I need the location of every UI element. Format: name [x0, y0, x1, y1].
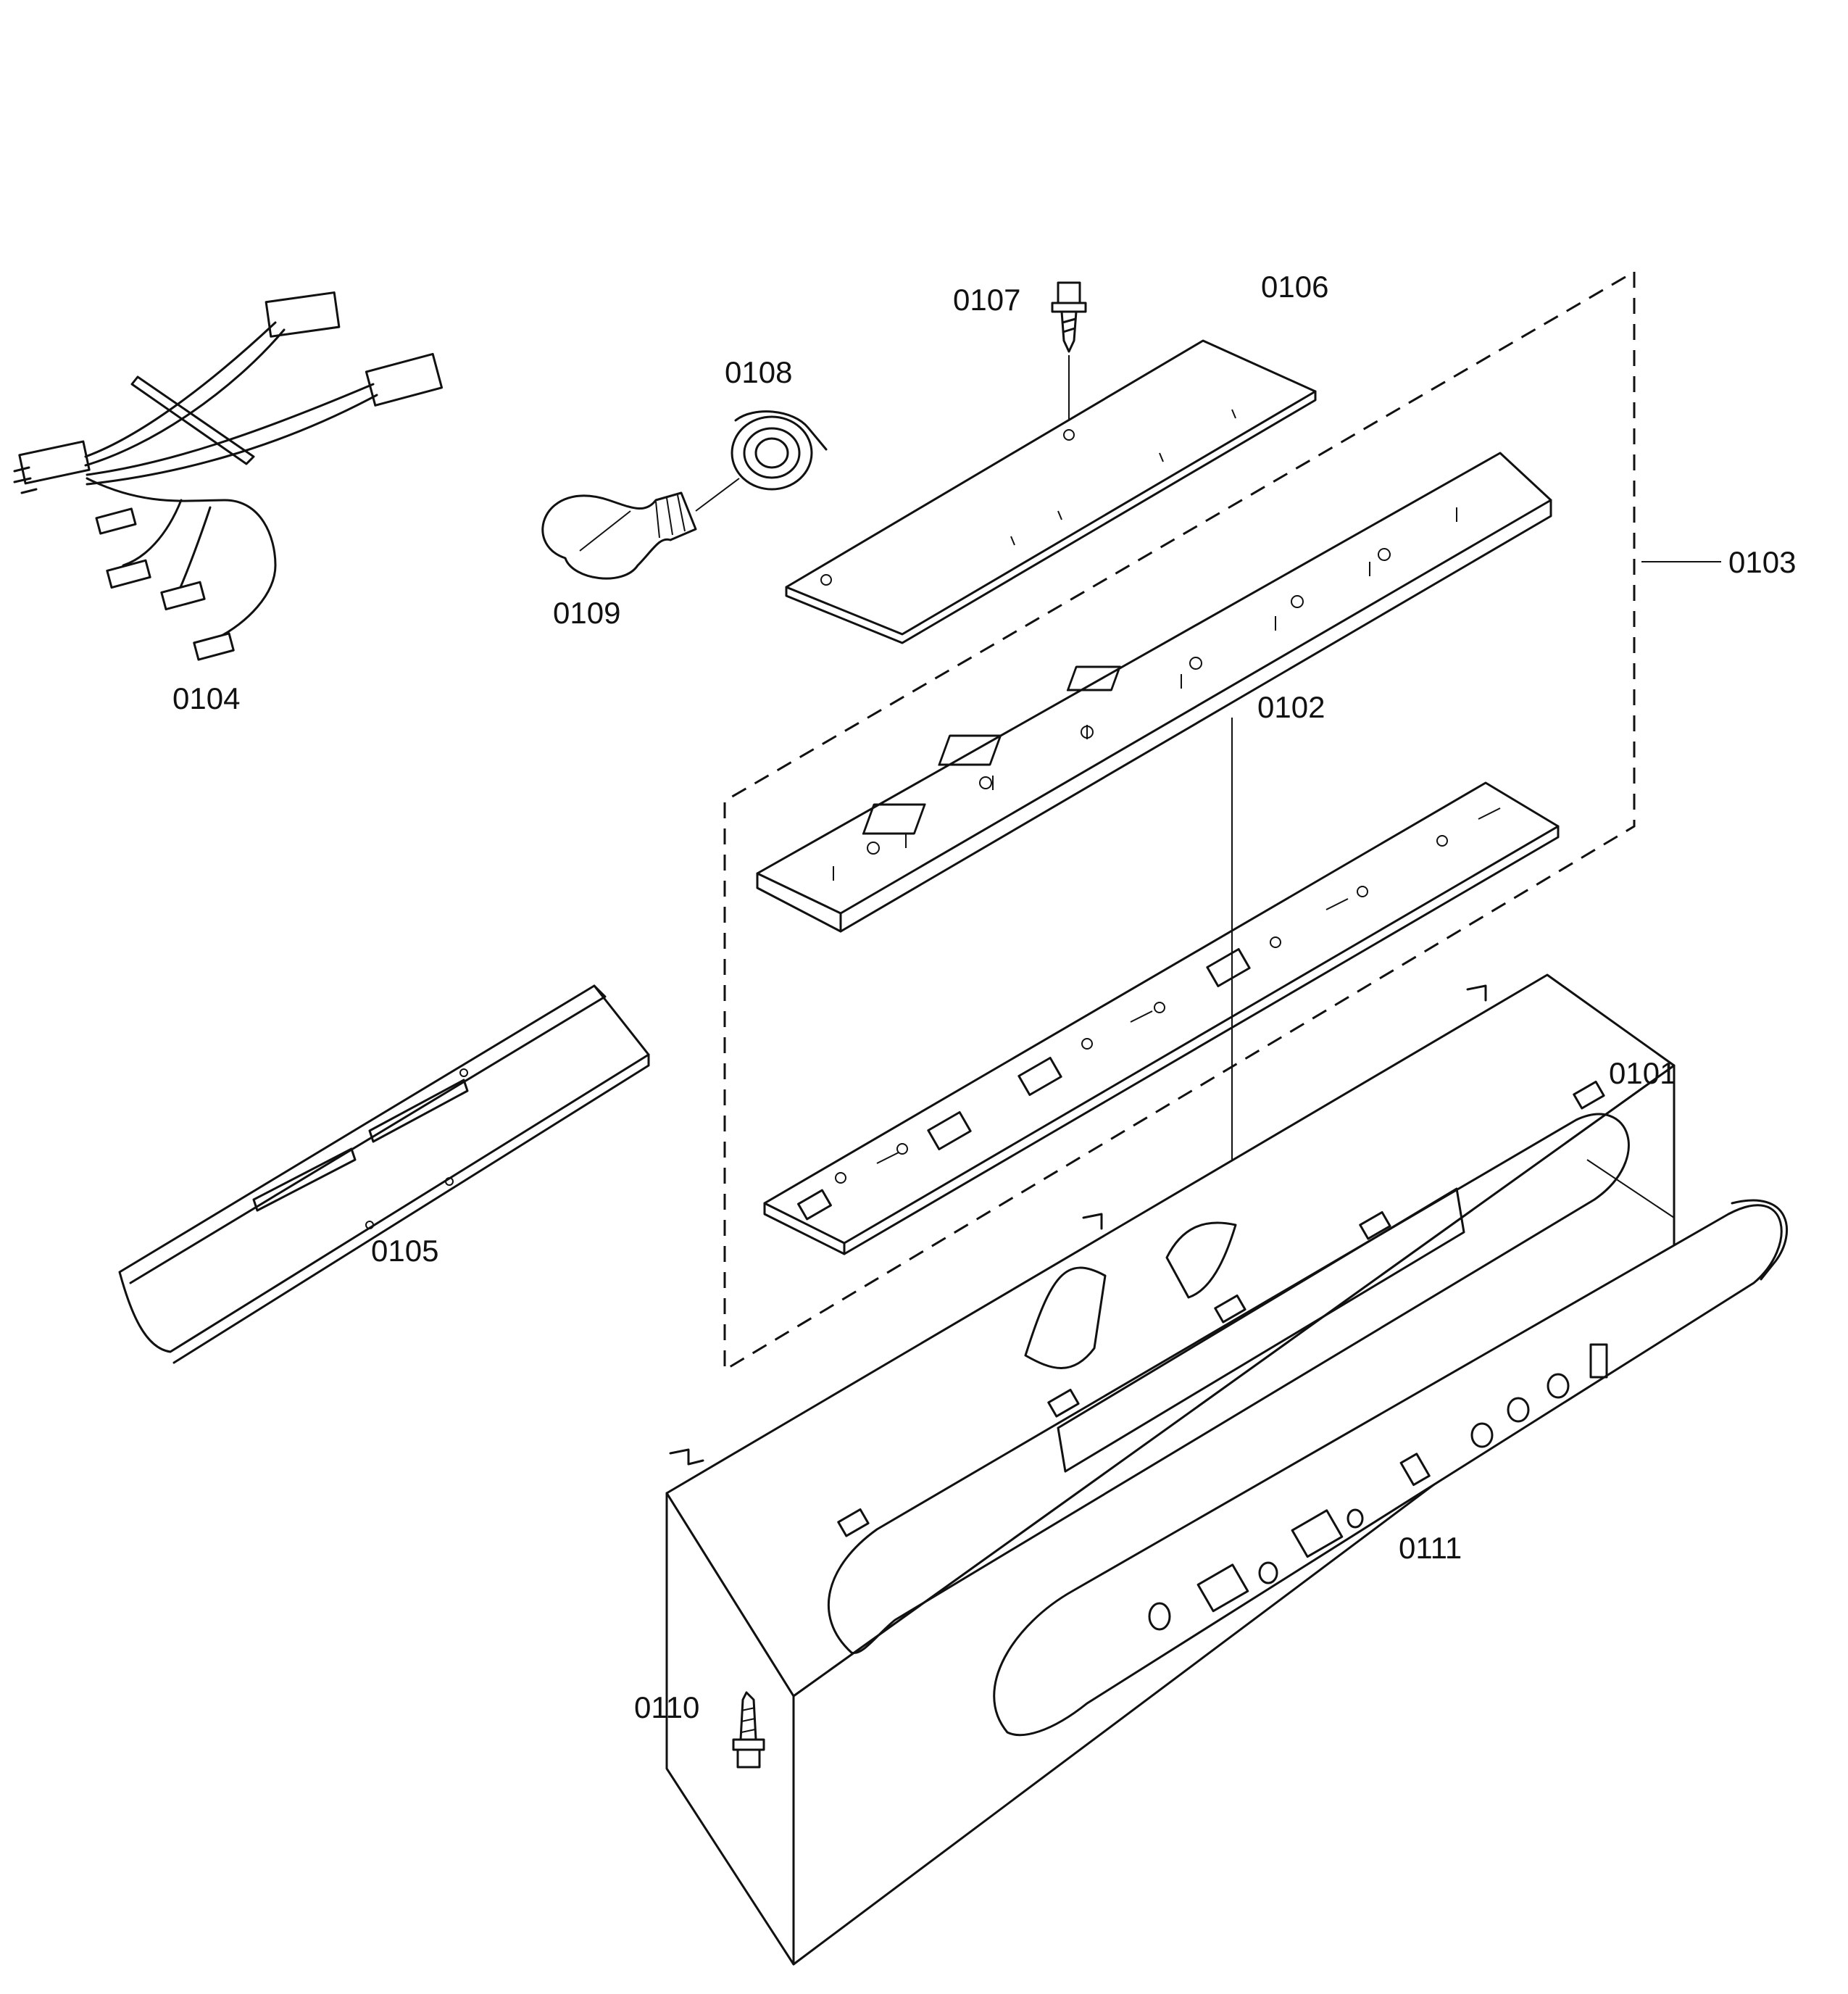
screw-bottom [732, 1691, 765, 1769]
part-label-0110: 0110 [634, 1690, 699, 1724]
panel-housing [665, 973, 1676, 1966]
lamp-socket [731, 410, 828, 491]
part-label-0107: 0107 [953, 283, 1020, 317]
front-overlay [993, 1199, 1788, 1737]
cover-plate [785, 339, 1317, 644]
screw-top [1051, 281, 1087, 353]
part-label-0101: 0101 [1609, 1056, 1676, 1090]
part-label-0105: 0105 [371, 1234, 438, 1268]
part-label-0104: 0104 [172, 681, 240, 715]
part-label-0108: 0108 [725, 355, 792, 389]
wire-harness [13, 291, 444, 661]
part-label-0102: 0102 [1257, 690, 1325, 724]
assembly-outline [723, 270, 1636, 1372]
part-label-0106: 0106 [1261, 270, 1328, 304]
light-bulb [541, 491, 697, 580]
part-label-0111: 0111 [1399, 1531, 1462, 1565]
light-channel [118, 984, 650, 1364]
pcb-upper [756, 452, 1552, 933]
part-label-0109: 0109 [553, 596, 620, 630]
part-label-0103: 0103 [1728, 545, 1796, 579]
pcb-lower [763, 781, 1560, 1255]
